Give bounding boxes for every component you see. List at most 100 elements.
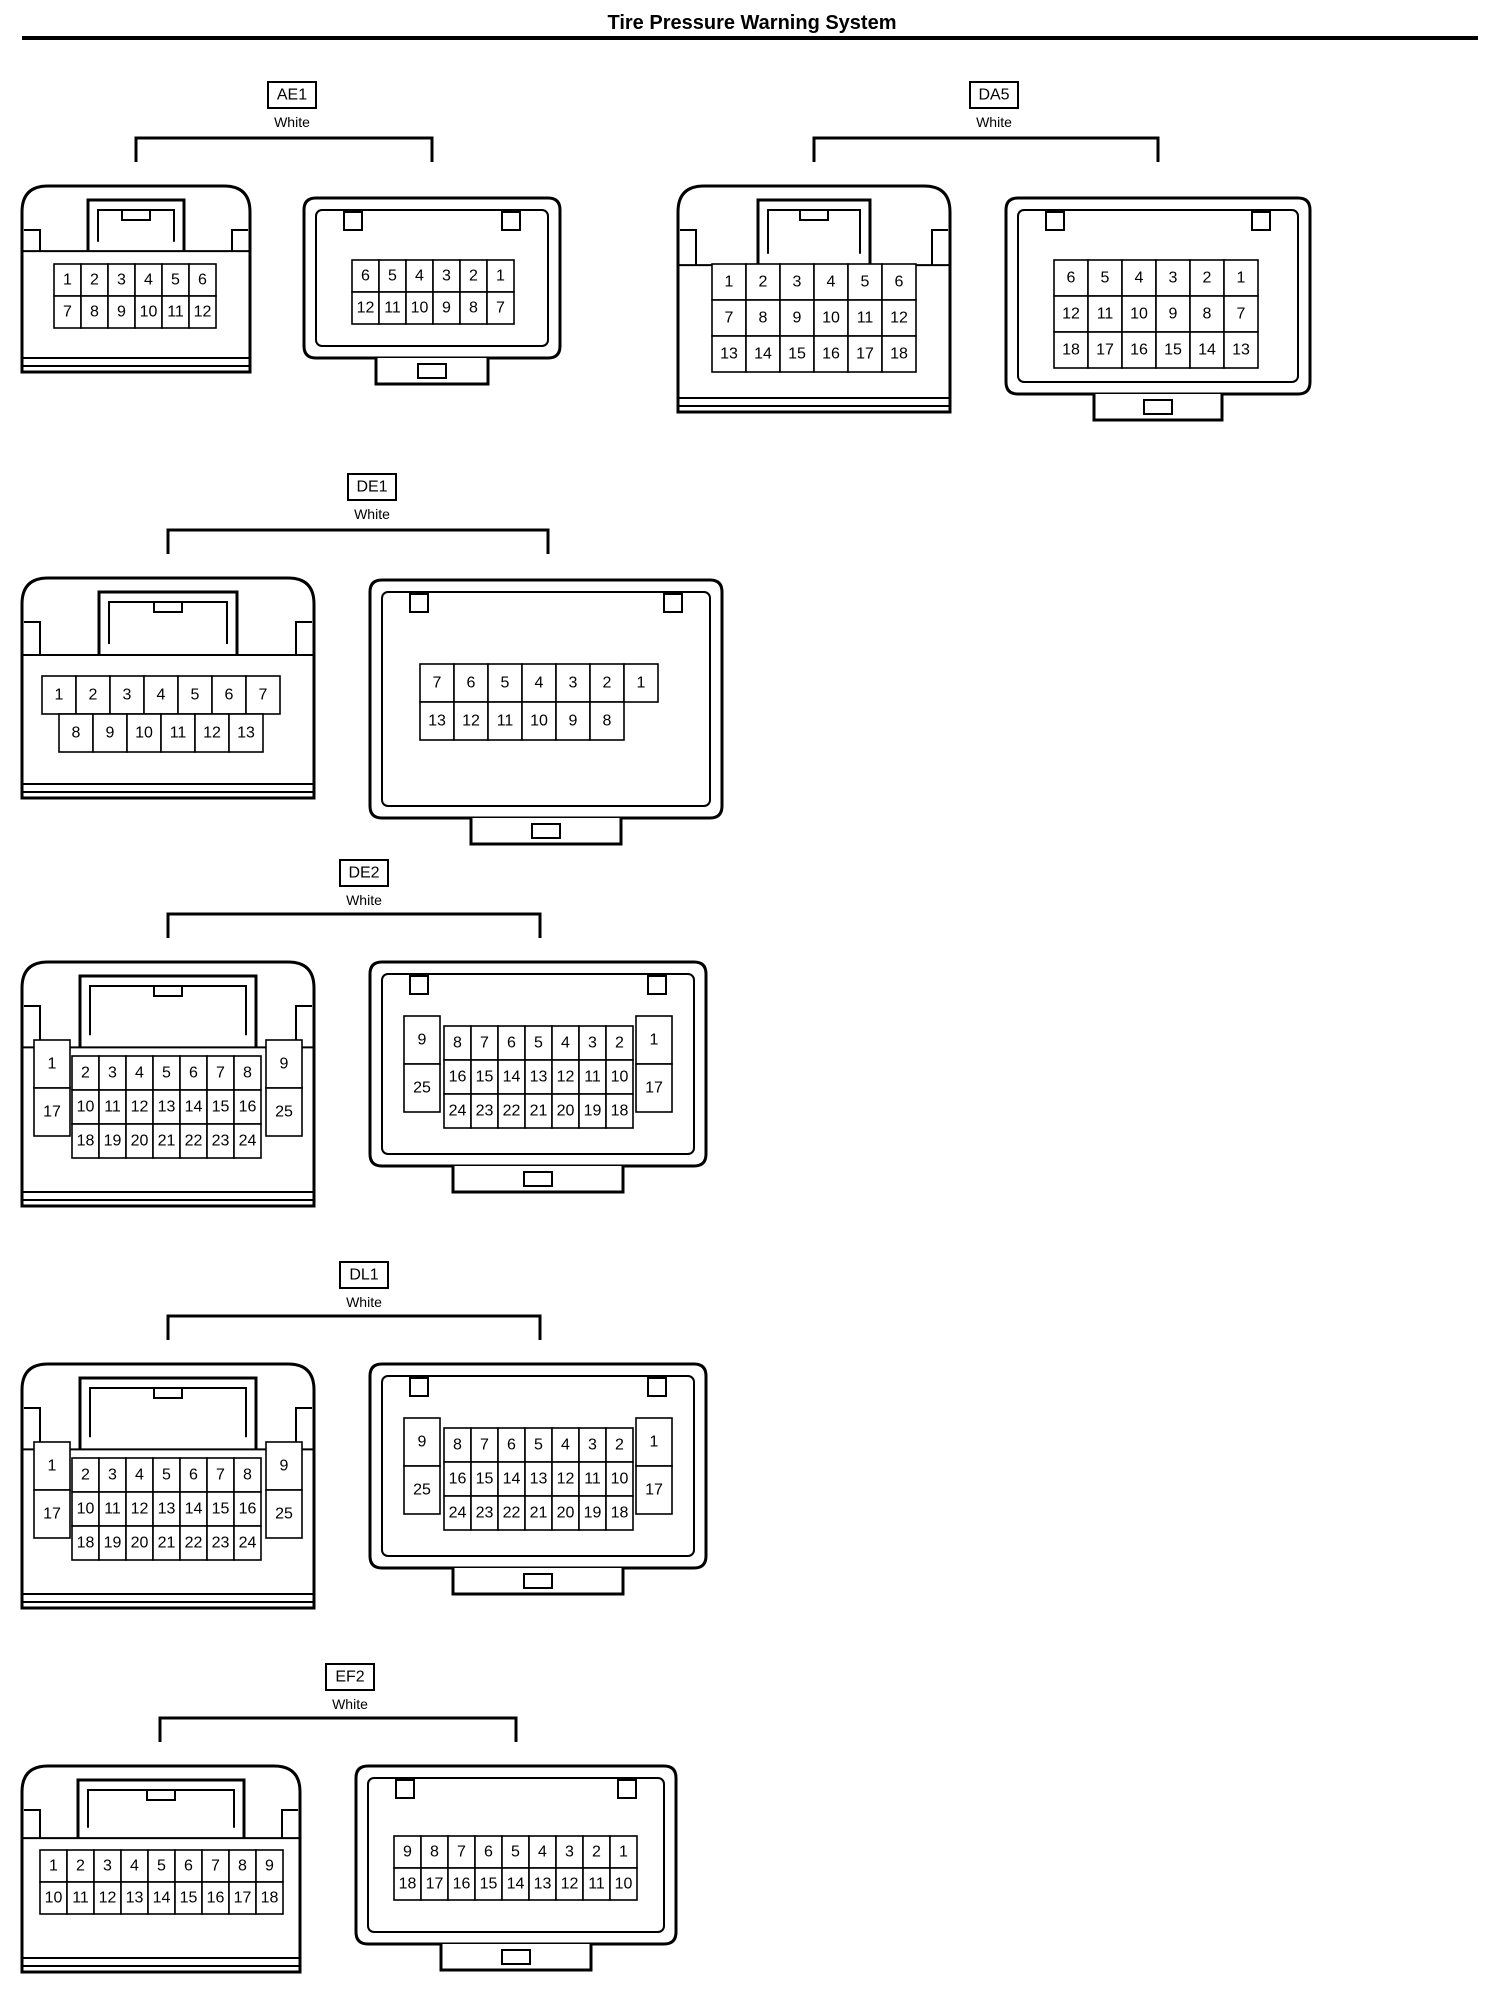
connector-color-label: White — [346, 892, 382, 908]
connector-bracket — [134, 136, 434, 162]
pin-cell — [497, 1093, 526, 1129]
pin-number: 4 — [827, 274, 836, 291]
lock-tab — [501, 1949, 531, 1965]
pin-number: 7 — [211, 1858, 220, 1875]
pin-number: 6 — [467, 675, 476, 692]
pin-number: 9 — [418, 1434, 427, 1451]
housing-inner — [381, 591, 711, 807]
housing-step — [24, 1005, 41, 1048]
pin-cell — [147, 1849, 176, 1883]
connector-label-box — [339, 859, 389, 887]
pin-number: 9 — [280, 1056, 289, 1073]
pin-number: 14 — [185, 1099, 203, 1116]
connector-label: DE1 — [356, 479, 387, 496]
connector-color-label: White — [976, 114, 1012, 130]
pin-cell — [265, 1039, 303, 1089]
pin-number: 8 — [430, 1844, 439, 1861]
pin-cell — [147, 1881, 176, 1915]
pin-cell — [881, 263, 917, 301]
pin-number: 8 — [759, 310, 768, 327]
pin-number: 20 — [557, 1103, 575, 1120]
pin-cell — [143, 675, 179, 715]
pin-cell — [1087, 331, 1123, 369]
pin-number: 12 — [131, 1501, 149, 1518]
pin-cell — [470, 1025, 499, 1061]
pin-number: 3 — [103, 1858, 112, 1875]
pin-number: 5 — [511, 1844, 520, 1861]
pin-number: 11 — [167, 304, 184, 321]
pin-cell — [578, 1025, 607, 1061]
pin-number: 2 — [592, 1844, 601, 1861]
pin-number: 17 — [1096, 342, 1114, 359]
housing-step — [295, 1005, 312, 1048]
pin-number: 1 — [49, 1858, 58, 1875]
pin-cell — [152, 1055, 181, 1091]
pin-number: 2 — [81, 1065, 90, 1082]
pin-cell — [609, 1867, 638, 1901]
pin-number: 7 — [457, 1844, 466, 1861]
pin-number: 10 — [615, 1876, 633, 1893]
housing-step — [24, 1809, 41, 1839]
pin-number: 13 — [1232, 342, 1250, 359]
pin-number: 7 — [725, 310, 734, 327]
pin-cell — [501, 1867, 530, 1901]
housing-notch — [1045, 211, 1065, 231]
pin-number: 6 — [361, 268, 370, 285]
pin-cell — [228, 1881, 257, 1915]
pin-cell — [555, 663, 591, 703]
pin-number: 11 — [384, 300, 401, 317]
pin-cell — [71, 1525, 100, 1561]
pin-cell — [179, 1123, 208, 1159]
housing-notch — [343, 211, 363, 231]
pin-number: 8 — [1203, 306, 1212, 323]
pin-number: 10 — [530, 713, 548, 730]
connector-label-box — [339, 1261, 389, 1289]
pin-cell — [98, 1123, 127, 1159]
pin-cell — [66, 1849, 95, 1883]
connector-label: DA5 — [978, 87, 1009, 104]
pin-cell — [179, 1525, 208, 1561]
pin-cell — [605, 1093, 634, 1129]
pin-cell — [1223, 331, 1259, 369]
pin-number: 13 — [428, 713, 446, 730]
pin-cell — [71, 1123, 100, 1159]
pin-number: 2 — [1203, 270, 1212, 287]
pin-number: 1 — [496, 268, 505, 285]
pin-cell — [474, 1867, 503, 1901]
connector-bracket — [158, 1716, 518, 1742]
pin-number: 3 — [565, 1844, 574, 1861]
latch-frame — [78, 1376, 258, 1450]
pin-cell — [33, 1039, 71, 1089]
housing-step — [24, 621, 41, 655]
pin-number: 3 — [793, 274, 802, 291]
pin-number: 8 — [90, 304, 99, 321]
latch-tab — [146, 1789, 176, 1801]
pin-number: 18 — [261, 1890, 279, 1907]
pin-cell — [582, 1867, 611, 1901]
pin-number: 3 — [442, 268, 451, 285]
pin-cell — [582, 1835, 611, 1869]
pin-number: 17 — [43, 1104, 61, 1121]
pin-number: 18 — [611, 1103, 629, 1120]
pin-cell — [578, 1059, 607, 1095]
pin-number: 5 — [162, 1467, 171, 1484]
pin-number: 2 — [89, 687, 98, 704]
pin-number: 24 — [239, 1133, 257, 1150]
housing-step — [231, 229, 248, 252]
pin-number: 7 — [496, 300, 505, 317]
pin-cell — [779, 299, 815, 337]
pin-number: 13 — [720, 346, 738, 363]
pin-number: 2 — [615, 1035, 624, 1052]
pin-number: 8 — [469, 300, 478, 317]
pin-cell — [521, 663, 557, 703]
pin-number: 16 — [207, 1890, 225, 1907]
pin-number: 2 — [90, 272, 99, 289]
side-pin-column: 117 — [33, 1039, 71, 1137]
connector-label: DE2 — [348, 865, 379, 882]
pin-number: 15 — [1164, 342, 1182, 359]
